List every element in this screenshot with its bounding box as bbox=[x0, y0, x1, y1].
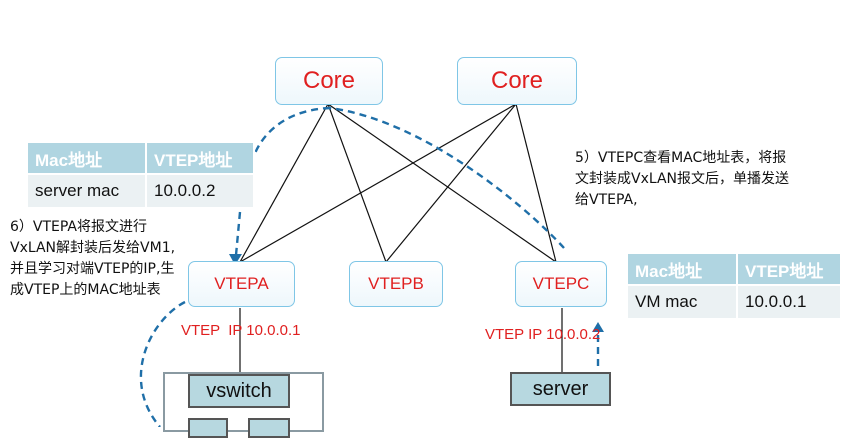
link-core-right-vtepc bbox=[515, 103, 557, 263]
mac-table-right-header-mac: Mac地址 bbox=[628, 254, 738, 285]
vswitch-label: vswitch bbox=[206, 379, 272, 402]
note-step5-line: 5）VTEPC查看MAC地址表，将报 bbox=[575, 150, 787, 166]
vtepc-ip-label: VTEP IP 10.0.0.2 bbox=[485, 326, 601, 343]
dashed-path-vtepa-to-vm bbox=[139, 300, 186, 427]
mac-table-right-cell-mac: VM mac bbox=[628, 284, 738, 318]
server-label: server bbox=[532, 377, 589, 400]
mac-table-left: Mac地址 VTEP地址 server mac 10.0.0.2 bbox=[28, 143, 255, 207]
vtepc-label: VTEPC bbox=[532, 274, 590, 293]
note-step6-line: 并且学习对端VTEP的IP,生 bbox=[10, 261, 175, 277]
mac-table-right: Mac地址 VTEP地址 VM mac 10.0.0.1 bbox=[628, 254, 842, 318]
note-step5: 5）VTEPC查看MAC地址表，将报 文封装成VxLAN报文后，单播发送 给VT… bbox=[575, 148, 855, 211]
core-right-node: Core bbox=[457, 57, 577, 105]
vtepb-label: VTEPB bbox=[368, 274, 424, 293]
link-core-left-vtepc bbox=[327, 103, 557, 263]
vtepb-node: VTEPB bbox=[349, 261, 443, 307]
vtepc-node: VTEPC bbox=[515, 261, 607, 307]
mac-table-left-header-vtep: VTEP地址 bbox=[146, 143, 255, 174]
link-core-right-vtepb bbox=[385, 103, 517, 263]
link-core-right-vtepa bbox=[239, 103, 517, 263]
link-core-left-vtepb bbox=[327, 103, 387, 263]
link-core-left-vtepa bbox=[239, 103, 329, 263]
note-step6-line: 成VTEP上的MAC地址表 bbox=[10, 282, 161, 298]
mac-table-left-cell-vtep: 10.0.0.2 bbox=[146, 173, 255, 207]
dashed-path-vtepc-to-core bbox=[329, 106, 565, 249]
note-step6-line: VxLAN解封装后发给VM1, bbox=[10, 240, 176, 256]
mac-table-right-header-vtep: VTEP地址 bbox=[737, 254, 842, 285]
arrowhead-vtepc bbox=[592, 322, 604, 332]
mac-table-right-header: Mac地址 VTEP地址 bbox=[628, 254, 842, 285]
note-step6: 6）VTEPA将报文进行 VxLAN解封装后发给VM1, 并且学习对端VTEP的… bbox=[10, 217, 230, 301]
dashed-path-to-vtepa bbox=[234, 211, 242, 256]
note-step5-line: 给VTEPA, bbox=[575, 192, 638, 208]
mac-table-left-cell-mac: server mac bbox=[28, 173, 147, 207]
core-left-node: Core bbox=[275, 57, 383, 105]
mac-table-right-row: VM mac 10.0.0.1 bbox=[628, 284, 842, 318]
vtepa-label: VTEPA bbox=[214, 274, 269, 293]
arrowhead-vtepa bbox=[229, 254, 242, 265]
mac-table-left-header-mac: Mac地址 bbox=[28, 143, 147, 174]
topology-links bbox=[139, 103, 604, 427]
vtepa-ip-label: VTEP IP 10.0.0.1 bbox=[181, 322, 301, 339]
server-box: server bbox=[510, 372, 611, 406]
vtepa-node: VTEPA bbox=[188, 261, 295, 307]
dashed-path-core-to-vtepa bbox=[248, 106, 331, 171]
note-step5-line: 文封装成VxLAN报文后，单播发送 bbox=[575, 171, 790, 187]
core-right-label: Core bbox=[490, 67, 544, 94]
mac-table-right-cell-vtep: 10.0.0.1 bbox=[737, 284, 842, 318]
vm-box-1 bbox=[188, 418, 228, 438]
vm-box-2 bbox=[248, 418, 290, 438]
note-step6-line: 6）VTEPA将报文进行 bbox=[10, 219, 148, 235]
core-left-label: Core bbox=[302, 67, 356, 94]
mac-table-left-row: server mac 10.0.0.2 bbox=[28, 173, 255, 207]
vswitch-box: vswitch bbox=[188, 374, 290, 408]
mac-table-left-header: Mac地址 VTEP地址 bbox=[28, 143, 255, 174]
